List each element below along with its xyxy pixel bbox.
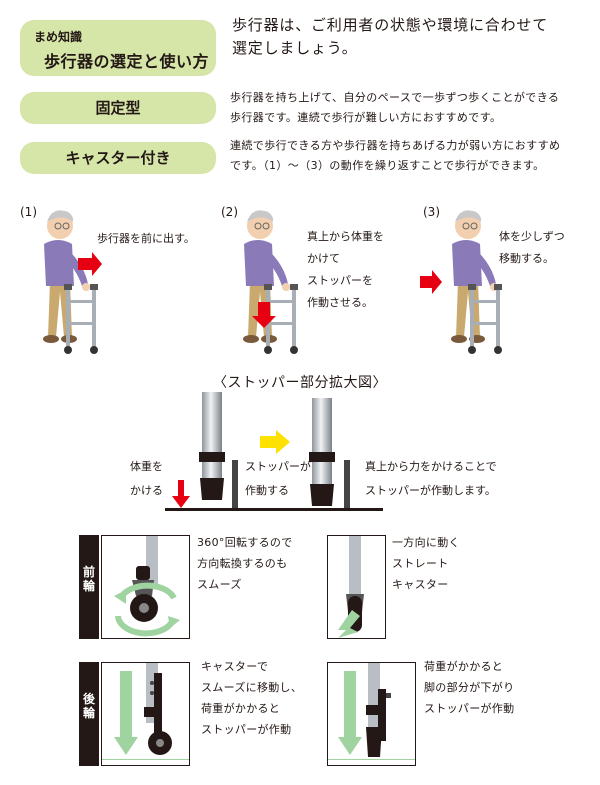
rear-wheel-label: 後 輪: [79, 662, 99, 766]
rear-stopper-image: [328, 663, 415, 760]
rear-caster-image: [102, 663, 189, 760]
rear-caster-caption: キャスターで スムーズに移動し、 荷重がかかると ストッパーが作動: [201, 660, 303, 736]
type-fixed-label: 固定型: [20, 92, 216, 124]
front-straight-panel: [327, 535, 386, 639]
tips-label: まめ知識: [34, 30, 83, 44]
stopper-heading: 〈ストッパー部分拡大図〉: [213, 375, 387, 391]
weight-label-0: 体重を: [130, 459, 163, 473]
step3-number: (3): [423, 205, 440, 219]
straight-caption: 一方向に動く ストレート キャスター: [392, 536, 460, 591]
step1-text-0: 歩行器を前に出す。: [97, 231, 195, 245]
down-arrow-icon: [252, 302, 276, 328]
stopper-label-0: ストッパーが: [245, 459, 311, 473]
swivel-caster-image: [114, 536, 180, 637]
intro-text: 歩行器は、ご利用者の状態や環境に合わせて 選定しましょう。: [232, 16, 549, 57]
front-wheel-label: 前 輪: [79, 535, 99, 639]
transition-arrow-icon: [260, 430, 290, 454]
step2-number: (2): [221, 205, 238, 219]
steps-illustration: (1) 歩行器を前に出す。 (2) 真上から体重を かけて ストッパーを 作動さ…: [20, 205, 565, 354]
stopper-label-1: 作動する: [245, 483, 289, 497]
step3-text-1: 移動する。: [499, 251, 554, 265]
stopper-explain-0: 真上から力をかけることで: [365, 459, 497, 473]
rear-stopper-caption: 荷重がかかると 脚の部分が下がり ストッパーが作動: [424, 660, 515, 715]
type-caster-label: キャスター付き: [20, 142, 216, 174]
swivel-caption: 360°回転するので 方向転換するのも スムーズ: [197, 536, 293, 591]
weight-arrow-icon: [172, 480, 190, 508]
rear-caster-panel: [101, 662, 190, 766]
straight-caster-image: [338, 536, 364, 638]
weight-label-1: かける: [130, 484, 163, 497]
step2-text-1: かけて: [307, 252, 340, 265]
rear-stopper-panel: [327, 662, 416, 766]
step2-text-3: 作動させる。: [307, 295, 373, 309]
forward-arrow-icon: [78, 252, 102, 276]
title-badge: まめ知識 歩行器の選定と使い方: [20, 20, 216, 76]
step3-text-0: 体を少しずつ: [499, 229, 565, 243]
page-title: 歩行器の選定と使い方: [44, 52, 210, 71]
type-caster-desc: 連続で歩行できる方や歩行器を持ちあげる力が弱い方におすすめ です。（1）〜（3）…: [230, 139, 561, 172]
stopper-diagram: 体重を かける ストッパーが 作動する 真上から力をかけることで ストッパーが作…: [130, 392, 497, 511]
move-arrow-icon: [420, 270, 442, 294]
stopper-explain-1: ストッパーが作動します。: [365, 483, 496, 497]
step1-number: (1): [20, 205, 37, 219]
front-swivel-panel: [101, 535, 190, 639]
step2-text-2: ストッパーを: [307, 274, 373, 287]
step2-text-0: 真上から体重を: [307, 229, 384, 243]
type-fixed-desc: 歩行器を持ち上げて、自分のペースで一歩ずつ歩くことができる 歩行器です。連続で歩…: [230, 91, 560, 124]
